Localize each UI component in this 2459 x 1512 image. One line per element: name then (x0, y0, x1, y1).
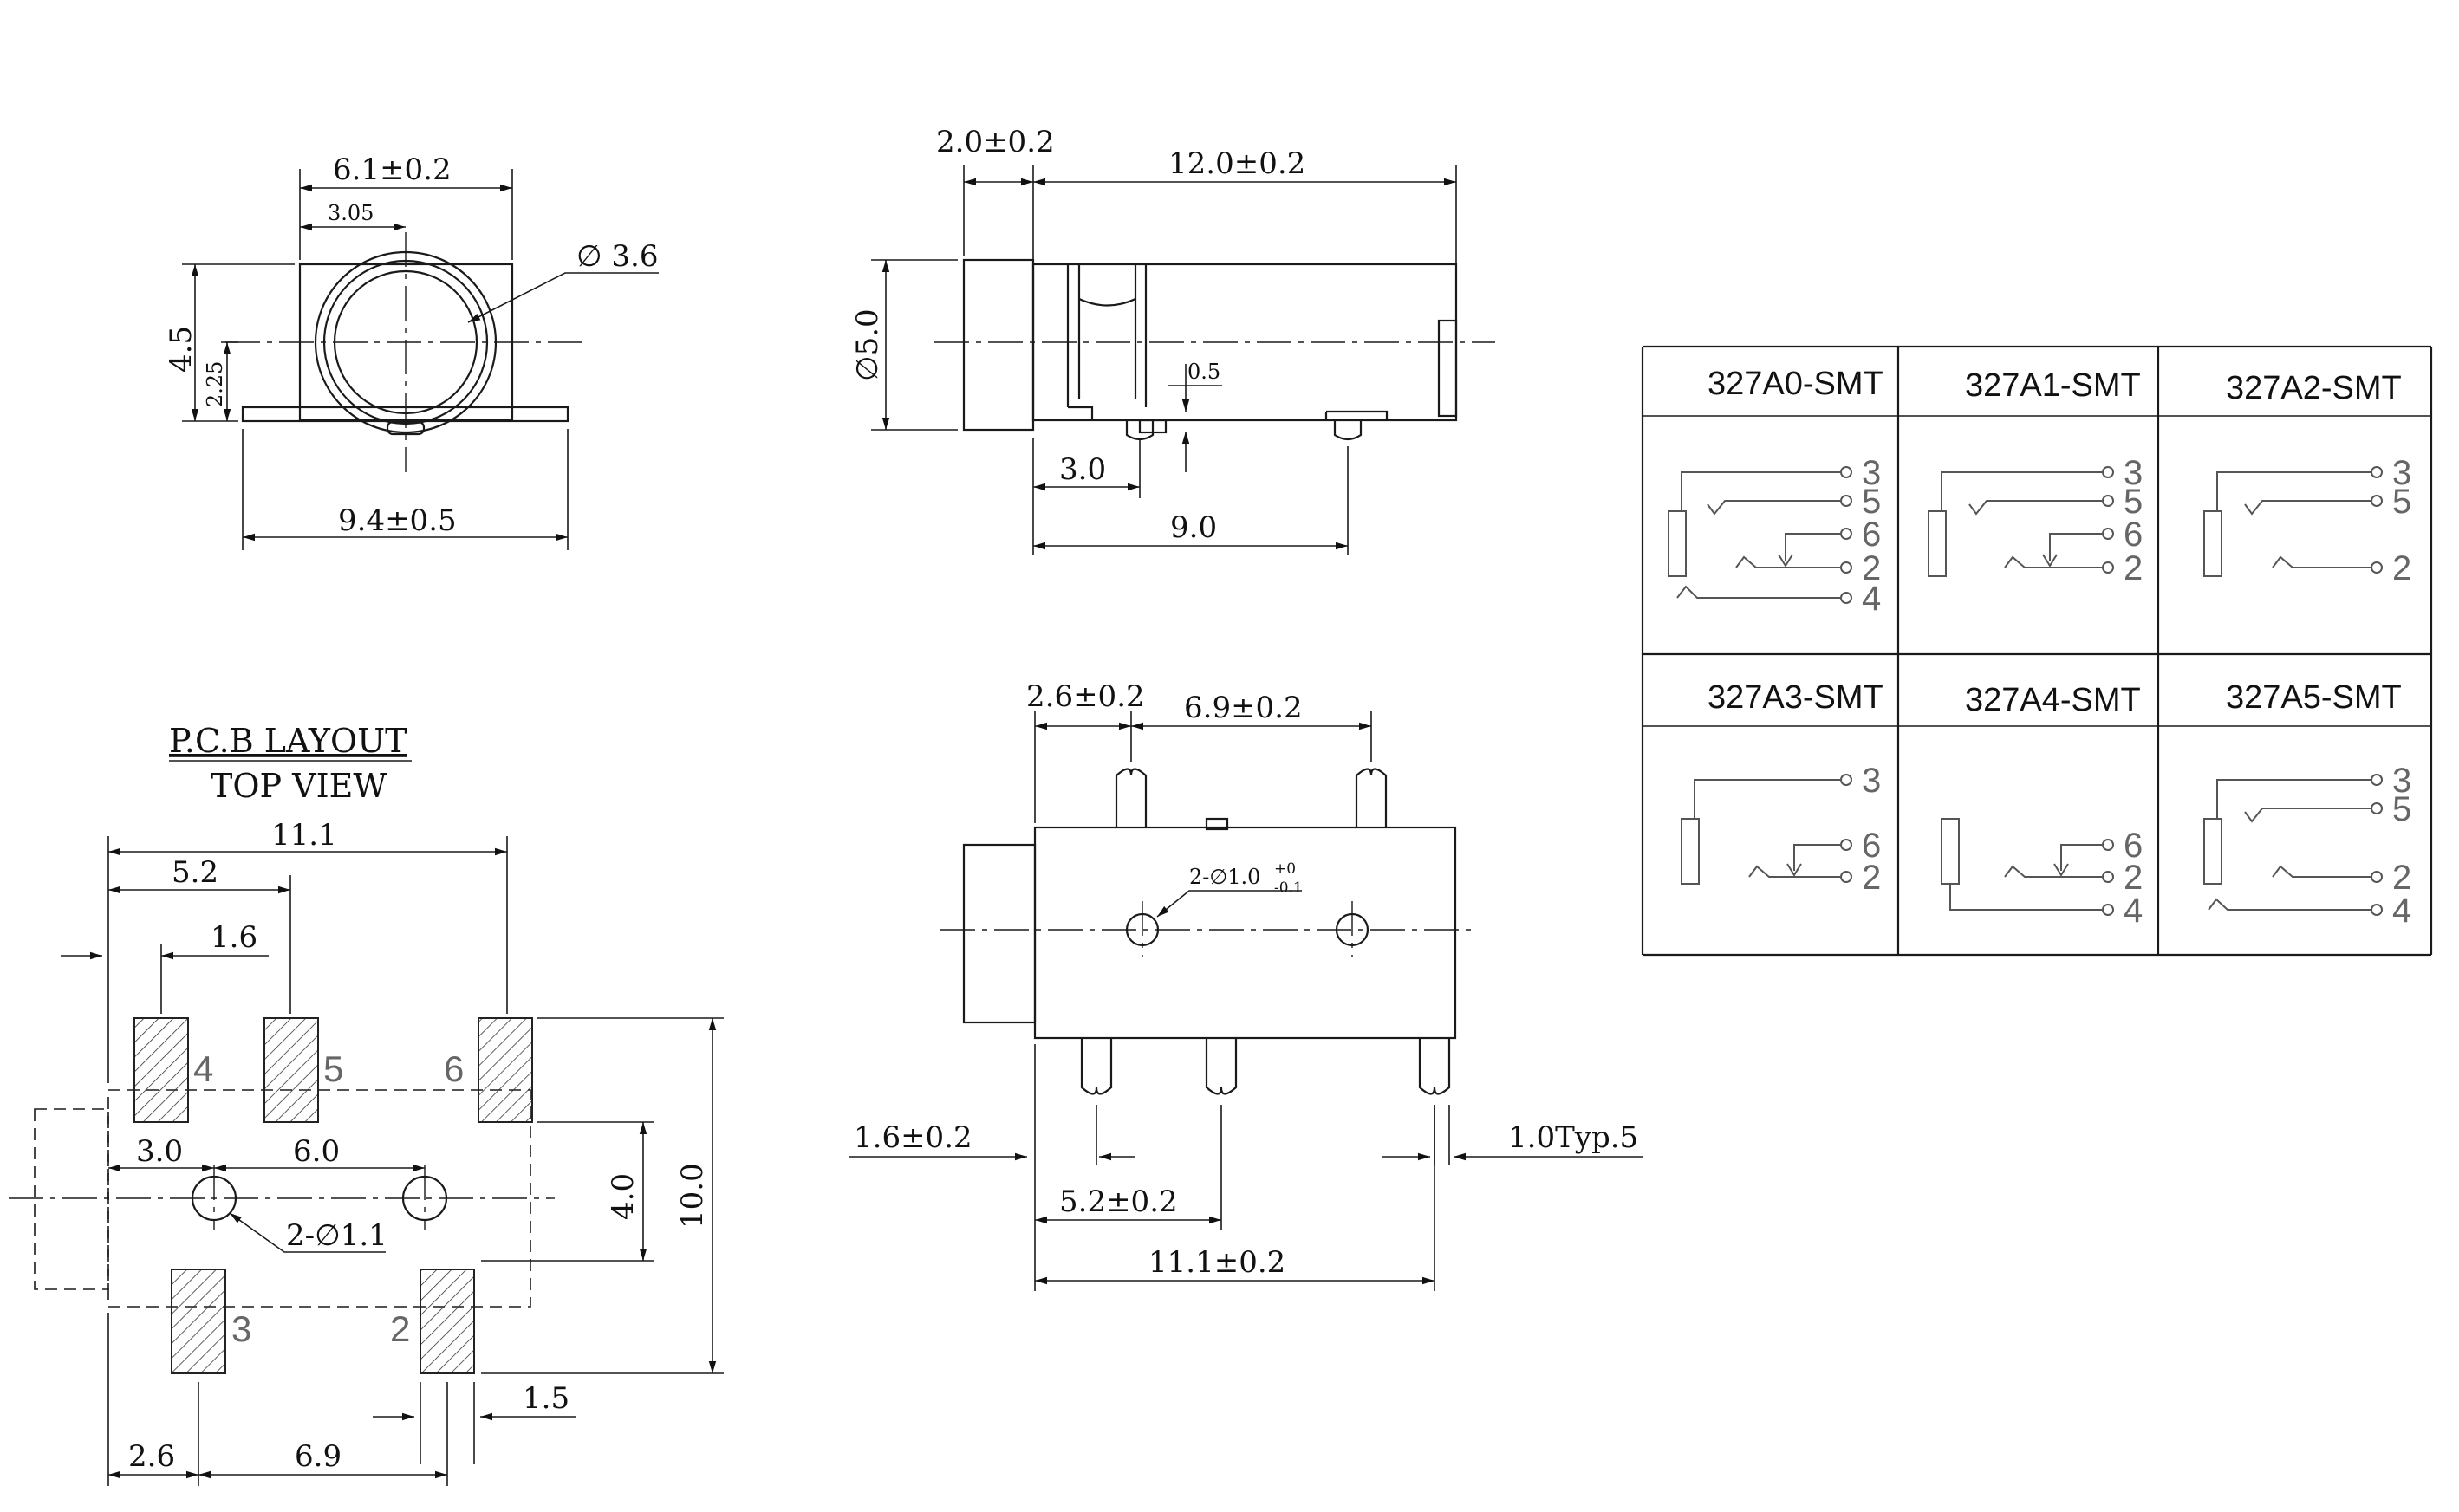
pin-label: 3 (2392, 762, 2411, 800)
variant-name-327A4: 327A4-SMT (1965, 682, 2141, 718)
pin-label: 3 (1862, 762, 1881, 800)
side-pin-offset-dim: 3.0 (1059, 452, 1106, 487)
bottom-view: 2.6±0.2 6.9±0.2 2-∅1.0 +0 -0.1 1.6±0.2 1… (849, 679, 1643, 1291)
pcb-holes-dim: 2-∅1.1 (286, 1218, 387, 1253)
bottom-holes-dim: 2-∅1.0 (1189, 865, 1260, 889)
pcb-4-0-dim: 4.0 (606, 1173, 641, 1220)
front-center-height-dim: 2.25 (203, 361, 227, 407)
pcb-pad-label-4: 4 (193, 1048, 213, 1089)
side-length-dim: 12.0±0.2 (1168, 146, 1305, 181)
bottom-pin-span-dim: 6.9±0.2 (1184, 691, 1303, 725)
pin-label: 5 (2124, 483, 2143, 521)
side-diameter-dim: ∅5.0 (850, 308, 885, 381)
pcb-pad (478, 1017, 533, 1123)
bottom-mid-pin-dim: 5.2±0.2 (1059, 1184, 1178, 1219)
variant-name-327A3: 327A3-SMT (1708, 679, 1883, 716)
front-half-width-dim: 3.05 (328, 201, 374, 225)
pin-label: 5 (2392, 790, 2411, 828)
pin-label: 3 (2124, 454, 2143, 492)
pcb-pad-label-5: 5 (323, 1048, 343, 1089)
variant-schematic-327A2: 3 5 2 (2203, 454, 2411, 587)
pin-label: 4 (2392, 892, 2411, 930)
front-width-dim: 6.1±0.2 (333, 152, 452, 187)
pin-label: 5 (1862, 483, 1881, 521)
variant-name-327A2: 327A2-SMT (2226, 370, 2402, 406)
bottom-left-pin-dim: 2.6±0.2 (1026, 679, 1145, 714)
side-flange-dim: 2.0±0.2 (936, 125, 1055, 159)
pcb-pad-label-6: 6 (444, 1048, 464, 1089)
pin-label: 2 (2124, 859, 2143, 897)
front-height-dim: 4.5 (164, 326, 198, 373)
pcb-title-line2: TOP VIEW (211, 767, 387, 805)
pcb-pad (263, 1017, 319, 1123)
pin-label: 2 (1862, 859, 1881, 897)
side-view: 2.0±0.2 12.0±0.2 ∅5.0 0.5 3.0 9.0 (850, 125, 1495, 555)
variant-name-327A1: 327A1-SMT (1965, 367, 2141, 404)
pcb-layout-view: P.C.B LAYOUT TOP VIEW 4 5 6 3 2 (9, 722, 724, 1486)
pin-label: 4 (2124, 892, 2143, 930)
bottom-holes-tol-lower: -0.1 (1274, 879, 1303, 897)
pin-label: 6 (2124, 827, 2143, 865)
pcb-pad (133, 1017, 189, 1123)
pcb-6-0-dim: 6.0 (293, 1134, 340, 1169)
variant-schematic-327A3: 3 6 2 (1681, 762, 1881, 897)
bottom-total-dim: 11.1±0.2 (1148, 1245, 1285, 1280)
pcb-pad-label-2: 2 (390, 1308, 410, 1349)
variant-name-327A0: 327A0-SMT (1708, 366, 1883, 402)
variant-schematic-327A4: 6 2 4 (1941, 818, 2143, 930)
pcb-5-2-dim: 5.2 (172, 855, 218, 890)
bottom-pin-width-dim: 1.0Typ.5 (1508, 1120, 1638, 1155)
pin-label: 4 (1862, 580, 1881, 618)
pin-label: 6 (1862, 827, 1881, 865)
variant-schematic-327A5: 3 5 2 4 (2203, 762, 2411, 930)
pin-label: 2 (2392, 859, 2411, 897)
pin-label: 2 (1862, 549, 1881, 587)
variant-schematic-327A0: 3 5 6 2 4 (1668, 454, 1881, 618)
pin-label: 6 (2124, 516, 2143, 554)
pcb-3-0-dim: 3.0 (136, 1134, 183, 1169)
pcb-6-9-dim: 6.9 (295, 1439, 342, 1474)
pin-label: 3 (1862, 454, 1881, 492)
front-diameter-dim: ∅ 3.6 (576, 239, 659, 274)
variant-schematic-327A1: 3 5 6 2 (1928, 454, 2143, 587)
pin-label: 6 (1862, 516, 1881, 554)
variants-table: 327A0-SMT 327A1-SMT 327A2-SMT 327A3-SMT … (1641, 345, 2433, 957)
pin-label: 5 (2392, 483, 2411, 521)
front-base-width-dim: 9.4±0.5 (338, 503, 457, 538)
pcb-pad-label-3: 3 (231, 1308, 251, 1349)
pcb-pad (420, 1269, 475, 1374)
pin-label: 2 (2392, 549, 2411, 587)
pcb-title-line1: P.C.B LAYOUT (169, 722, 407, 760)
pcb-1-5-dim: 1.5 (523, 1381, 569, 1416)
pcb-2-6-dim: 2.6 (128, 1439, 175, 1474)
side-pin-pitch-dim: 9.0 (1170, 510, 1217, 545)
pin-label: 3 (2392, 454, 2411, 492)
front-view: 6.1±0.2 3.05 ∅ 3.6 4.5 2.25 9.4±0.5 (164, 152, 659, 550)
bottom-holes-tol-upper: +0 (1274, 860, 1296, 878)
variant-name-327A5: 327A5-SMT (2226, 679, 2402, 716)
pin-label: 2 (2124, 549, 2143, 587)
pcb-1-6-dim: 1.6 (211, 920, 257, 955)
pcb-pad (171, 1269, 226, 1374)
pcb-total-width-dim: 11.1 (271, 818, 337, 853)
pcb-10-0-dim: 10.0 (675, 1163, 710, 1229)
side-tab-dim: 0.5 (1187, 360, 1220, 384)
bottom-pin-start-dim: 1.6±0.2 (854, 1120, 973, 1155)
